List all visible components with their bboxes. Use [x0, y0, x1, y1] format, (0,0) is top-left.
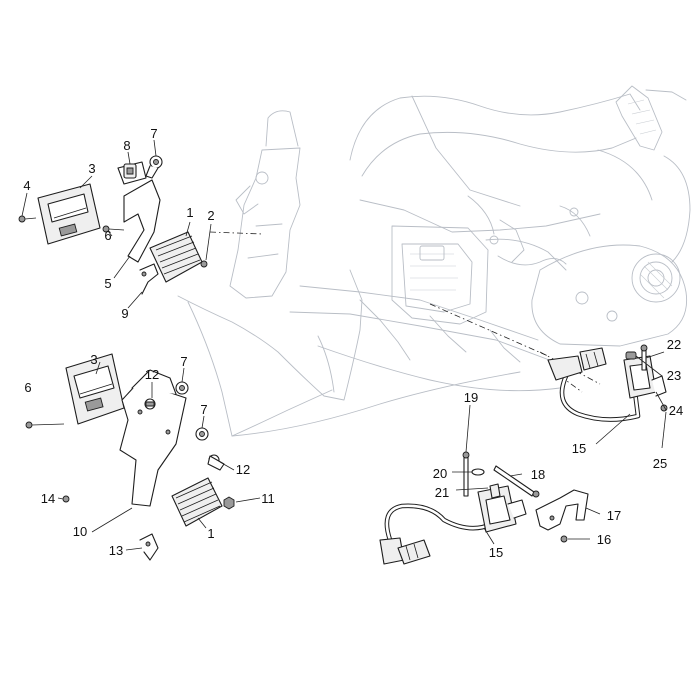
callout-labels: 4 3 8 7 1 2 6 5 9 12 7 3 6 7 12 14 11 10…: [23, 126, 683, 560]
callout-18: 18: [531, 467, 545, 482]
screw-19: [462, 451, 470, 497]
callout-3-lower: 3: [90, 352, 97, 367]
ignition-lead-upper: [547, 344, 668, 449]
callout-2: 2: [207, 208, 214, 223]
callout-15-upper: 15: [572, 441, 586, 456]
callout-20: 20: [433, 466, 447, 481]
nut-11: [223, 496, 235, 510]
screw-22: [640, 344, 648, 371]
callout-12-upper: 12: [145, 367, 159, 382]
callout-14: 14: [41, 491, 55, 506]
callout-22: 22: [667, 337, 681, 352]
ignition-coil-lower: [477, 485, 527, 533]
callout-16: 16: [597, 532, 611, 547]
washer-20: [471, 468, 485, 476]
clip-7-low: [195, 427, 209, 441]
clamp-13: [139, 533, 159, 561]
callout-5: 5: [104, 276, 111, 291]
callout-19: 19: [464, 390, 478, 405]
callout-1-upper: 1: [186, 205, 193, 220]
clamp-9: [139, 263, 159, 295]
callout-8: 8: [123, 138, 130, 153]
callout-24: 24: [669, 403, 683, 418]
rod-18: [493, 465, 540, 498]
scooter-frame-ghost: [177, 85, 691, 437]
callout-15-lower: 15: [489, 545, 503, 560]
callout-7-mid: 7: [180, 354, 187, 369]
bolt-2: [200, 260, 208, 268]
callout-6-upper: 6: [104, 228, 111, 243]
callout-21: 21: [435, 485, 449, 500]
lower-left-group: [25, 353, 261, 561]
callout-7-upper: 7: [150, 126, 157, 141]
callout-17: 17: [607, 508, 621, 523]
nut-16: [560, 535, 568, 543]
callout-6-lower: 6: [24, 380, 31, 395]
clip-7-upper: [145, 155, 163, 179]
callout-12-lower: 12: [236, 462, 250, 477]
mounting-bracket-10: [119, 369, 187, 507]
ecu-unit-upper: [37, 183, 101, 245]
callout-7-low: 7: [200, 402, 207, 417]
clip-7-mid: [175, 381, 189, 395]
callout-1-lower: 1: [207, 526, 214, 541]
spark-plug-cap-lower: [379, 537, 431, 565]
callout-10: 10: [73, 524, 87, 539]
screw-14: [57, 495, 70, 503]
spark-plug-cap-upper: [547, 347, 607, 381]
callout-23: 23: [667, 368, 681, 383]
bracket-17: [535, 489, 589, 531]
voltage-regulator-lower: [171, 477, 223, 527]
clip-12-upper: [144, 398, 156, 410]
connector-8: [123, 163, 137, 179]
ecu-unit-lower: [65, 353, 125, 425]
callout-25: 25: [653, 456, 667, 471]
ignition-lead-lower: [379, 404, 601, 565]
cap-23: [625, 351, 637, 360]
callout-3-upper: 3: [88, 161, 95, 176]
callout-13: 13: [109, 543, 123, 558]
callout-11: 11: [261, 491, 275, 506]
callout-4: 4: [23, 178, 30, 193]
upper-left-group: [18, 139, 212, 309]
screw-6-lower: [25, 421, 65, 429]
screw-4: [18, 215, 37, 223]
spacer-21: [489, 483, 501, 499]
screw-6-upper: [102, 225, 125, 233]
callout-9: 9: [121, 306, 128, 321]
clip-12-lower: [207, 454, 225, 471]
